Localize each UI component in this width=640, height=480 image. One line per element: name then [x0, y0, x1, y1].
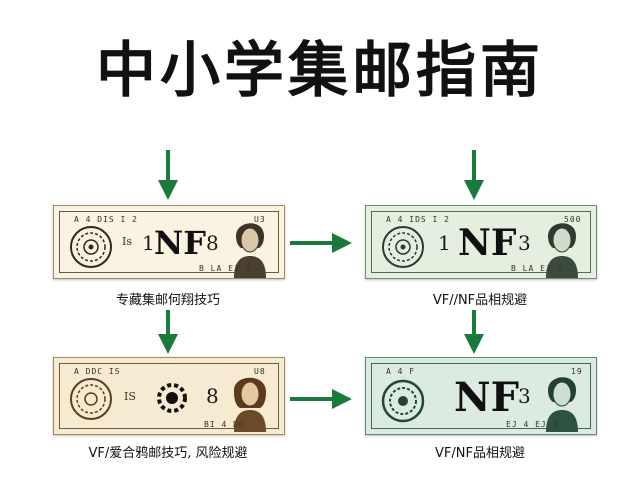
denomination-right: 3 [518, 384, 531, 408]
serial-bottom: EJ 4 EJ 3 [506, 420, 559, 429]
denomination-right: 3 [518, 231, 531, 255]
denomination-left: 1 [438, 231, 451, 255]
banknote-top-right: A 4 IDS I 2 500 1 NF 3 B LA EJ 3 [365, 205, 597, 279]
caption-top-right: VF//NF品相规避 [432, 293, 528, 308]
seal-icon [381, 379, 425, 423]
caption-bottom-left: VF/爱合鸦邮技巧, 风险规避 [88, 446, 248, 461]
grade-label: NF [454, 374, 519, 421]
small-mark: IS [124, 390, 136, 403]
rosette-icon [157, 383, 187, 413]
caption-top-left: 专藏集邮何翔技巧 [115, 293, 220, 308]
serial-bottom: B LA EJ 3 [199, 264, 252, 273]
corner-mark: 19 [571, 367, 583, 376]
portrait-icon [546, 377, 578, 432]
denomination-right: 8 [206, 384, 219, 408]
serial-top: A 4 DIS I 2 [74, 215, 138, 224]
banknote-top-left: A 4 DIS I 2 U3 Is 1 NF 8 B LA EJ 3 [53, 205, 285, 279]
serial-top: A DDC IS [74, 367, 121, 376]
banknote-bottom-left: A DDC IS U8 IS 8 BI 4 DO [53, 357, 285, 435]
serial-top: A 4 F [386, 367, 416, 376]
serial-bottom: BI 4 DO [204, 420, 245, 429]
grade-label: NF [458, 222, 517, 264]
portrait-icon [546, 223, 578, 278]
corner-mark: 500 [564, 215, 582, 224]
corner-mark: U3 [254, 215, 266, 224]
denomination-right: 8 [206, 231, 219, 255]
seal-icon [70, 226, 112, 268]
denomination-left: 1 [142, 231, 155, 255]
banknote-bottom-right: A 4 F 19 NF 3 EJ 4 EJ 3 [365, 357, 597, 435]
serial-top: A 4 IDS I 2 [386, 215, 450, 224]
seal-icon [70, 378, 112, 420]
small-mark: Is [122, 235, 132, 248]
caption-bottom-right: VF/NF品相规避 [435, 446, 525, 461]
grade-label: NF [154, 224, 206, 262]
corner-mark: U8 [254, 367, 266, 376]
portrait-icon [234, 223, 266, 278]
serial-bottom: B LA EJ 3 [511, 264, 564, 273]
portrait-icon [233, 377, 266, 432]
page-title: 中小学集邮指南 [96, 36, 544, 106]
seal-icon [382, 226, 424, 268]
